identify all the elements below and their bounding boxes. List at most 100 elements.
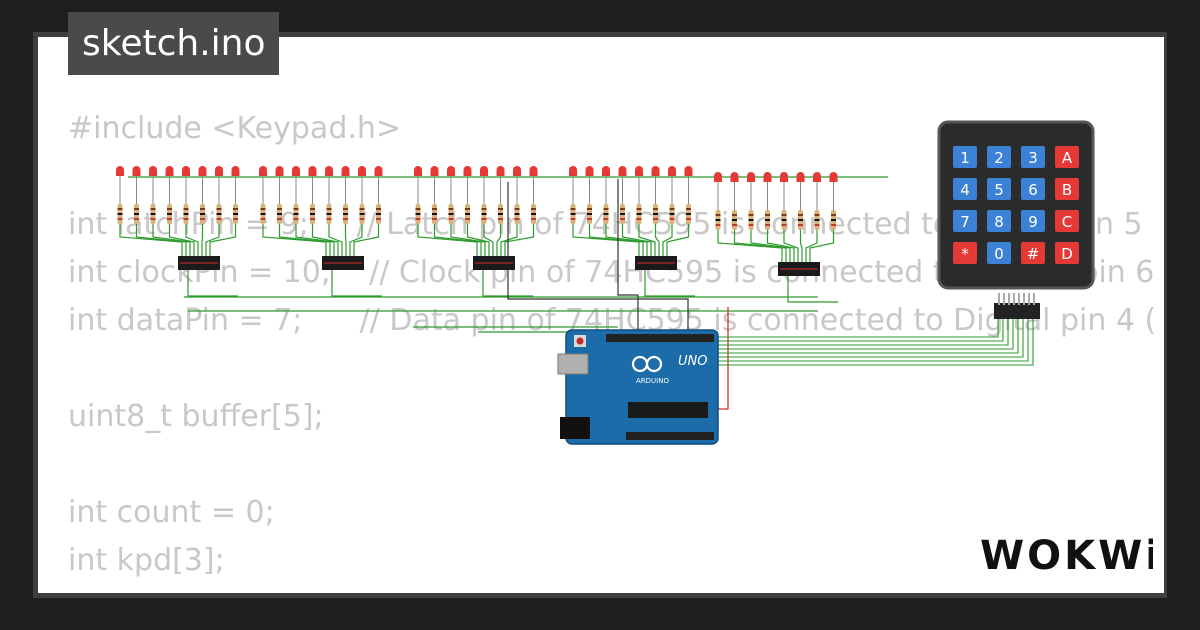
connector-pin [1033, 293, 1035, 305]
simulation-canvas[interactable]: #include <Keypad.h>int latchPin = 9; // … [38, 37, 1164, 593]
led [780, 172, 788, 210]
led [602, 166, 610, 204]
resistor [481, 204, 487, 224]
atmega-chip [628, 402, 708, 418]
led [618, 166, 627, 204]
led [813, 172, 821, 210]
resistor [765, 210, 770, 230]
resistor [748, 210, 754, 230]
keypad-key[interactable]: 0 [987, 242, 1011, 264]
led [116, 166, 124, 204]
resistor [260, 204, 266, 224]
code-line: #include <Keypad.h> [68, 111, 402, 146]
led [430, 166, 439, 204]
keypad-key[interactable]: 9 [1021, 210, 1045, 232]
connector-pin [1023, 293, 1025, 305]
led [447, 166, 455, 204]
resistor [587, 204, 592, 224]
resistor [134, 204, 139, 224]
resistor [359, 204, 365, 224]
resistor [570, 204, 576, 224]
arduino-uno-board[interactable]: ARDUINO UNO [557, 329, 719, 445]
code-line: int dataPin = 7; // Data pin of 74HC595 … [68, 303, 1157, 338]
resistor [653, 204, 658, 224]
keypad-key-label: 3 [1028, 149, 1038, 167]
connector-pin [1018, 293, 1020, 305]
connector-pin [998, 293, 1000, 305]
resistor [814, 210, 820, 230]
wires [119, 176, 1034, 439]
keypad-key[interactable]: * [953, 242, 977, 264]
led [165, 166, 174, 204]
resistor [498, 204, 503, 224]
arduino-logo: ARDUINO [631, 355, 669, 385]
keypad-key[interactable]: 6 [1021, 178, 1045, 200]
led [796, 172, 805, 210]
shift-register-74hc595 [473, 256, 515, 270]
led [325, 166, 333, 204]
resistor [277, 204, 282, 224]
keypad-key[interactable]: 2 [987, 146, 1011, 168]
keypad-key[interactable]: # [1021, 242, 1045, 264]
code-line: uint8_t buffer[5]; [68, 399, 324, 434]
keypad-key[interactable]: 3 [1021, 146, 1045, 168]
led [308, 166, 317, 204]
keypad-key-label: A [1062, 149, 1073, 167]
keypad-key[interactable]: 1 [953, 146, 977, 168]
resistor [183, 204, 189, 224]
keypad-key[interactable]: C [1055, 210, 1079, 232]
keypad-key-label: 4 [960, 181, 970, 199]
resistor [715, 210, 721, 230]
keypad-key-label: 8 [994, 213, 1004, 231]
led [149, 166, 157, 204]
led [585, 166, 594, 204]
led [496, 166, 505, 204]
resistor [343, 204, 348, 224]
wokwi-logo-text: WOKWi [980, 533, 1153, 579]
shift-register-74hc595 [322, 256, 364, 270]
led [651, 166, 660, 204]
shift-register-74hc595 [178, 256, 220, 270]
resistor [293, 204, 299, 224]
keypad-key[interactable]: A [1055, 146, 1079, 168]
led [569, 166, 577, 204]
resistor [167, 204, 172, 224]
keypad-key-label: 9 [1028, 213, 1038, 231]
resistor [831, 210, 836, 230]
led [480, 166, 488, 204]
keypad-key[interactable]: 7 [953, 210, 977, 232]
led [829, 172, 838, 210]
resistor [200, 204, 205, 224]
arduino-brand-text: ARDUINO [636, 377, 669, 385]
code-line: char finaDisk [68, 585, 1156, 593]
digital-header [606, 334, 714, 342]
wokwi-logo: WOKWi [980, 533, 1153, 579]
led [684, 166, 693, 204]
led [513, 166, 521, 204]
resistor [465, 204, 470, 224]
keypad-key-label: 6 [1028, 181, 1038, 199]
led [668, 166, 676, 204]
keypad-key-label: # [1027, 245, 1040, 263]
led [275, 166, 284, 204]
resistor [310, 204, 315, 224]
resistor [669, 204, 675, 224]
led [747, 172, 755, 210]
keypad-key[interactable]: B [1055, 178, 1079, 200]
keypad-key[interactable]: 4 [953, 178, 977, 200]
resistor [117, 204, 123, 224]
led [730, 172, 739, 210]
analog-header [626, 432, 714, 440]
keypad-key[interactable]: D [1055, 242, 1079, 264]
keypad-key[interactable]: 8 [987, 210, 1011, 232]
resistor [432, 204, 437, 224]
led [529, 166, 538, 204]
keypad-key[interactable]: 5 [987, 178, 1011, 200]
file-tab[interactable]: sketch.ino [68, 12, 280, 75]
led [231, 166, 240, 204]
resistor [686, 204, 691, 224]
resistor [326, 204, 332, 224]
keypad-key-label: B [1062, 181, 1072, 199]
